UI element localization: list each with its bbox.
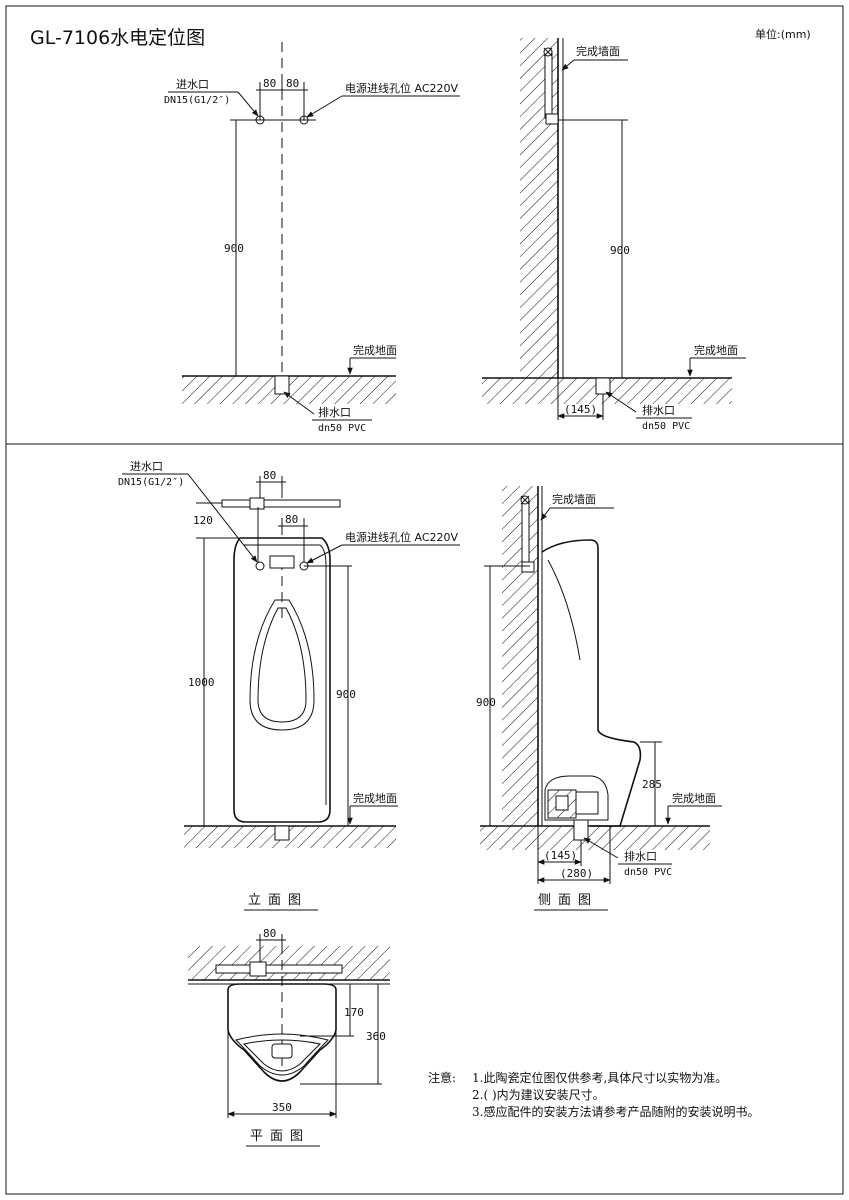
urinal-body [233, 537, 331, 823]
floor-hatch [480, 826, 710, 850]
inlet-label: 进水口 [130, 460, 163, 473]
dim-360-label: 360 [366, 1030, 386, 1043]
floor-label: 完成地面 [672, 791, 716, 805]
drain-pipe [274, 825, 290, 841]
wall-label: 完成墙面 [552, 492, 596, 506]
floor-label: 完成地面 [694, 343, 738, 357]
note-item-2: 2.( )内为建议安装尺寸。 [472, 1087, 605, 1102]
note-item-3: 3.感应配件的安装方法请参考产品随附的安装说明书。 [472, 1104, 759, 1119]
dim-1000-label: 1000 [188, 676, 215, 689]
urinal-plan-outline [227, 983, 337, 1082]
dim-900-label: 900 [476, 696, 496, 709]
notes-block: 注意: 1.此陶瓷定位图仅供参考,具体尺寸以实物为准。 2.( )内为建议安装尺… [428, 1070, 759, 1119]
supply-pipe [215, 964, 343, 974]
dim-80-plan: 80 [263, 927, 276, 940]
front-rough-in-view: 80 80 900 进水口 DN15(G1/2″) 电源进线孔位 AC220V … [164, 42, 460, 434]
dim-80-mid: 80 [285, 513, 298, 526]
floor-label: 完成地面 [353, 343, 397, 357]
floor-hatch [184, 826, 396, 848]
sensor-window [269, 555, 295, 569]
dim-350-label: 350 [272, 1101, 292, 1114]
supply-pipe [521, 499, 530, 567]
dim-145-label: (145) [564, 403, 597, 416]
dim-900-label: 900 [610, 244, 630, 257]
drain-pipe [595, 377, 611, 395]
notes-prefix: 注意: [428, 1070, 456, 1085]
front-elevation-caption: 立面图 [248, 893, 308, 908]
power-label: 电源进线孔位 AC220V [345, 530, 459, 544]
wall-hatch [502, 486, 538, 826]
dim-145-label: (145) [544, 849, 577, 862]
drain-label: 排水口 [624, 849, 657, 863]
drawing-title: GL-7106水电定位图 [30, 27, 205, 49]
dim-80-top: 80 [263, 469, 276, 482]
dim-280-label: (280) [560, 867, 593, 880]
power-label: 电源进线孔位 AC220V [345, 81, 459, 95]
drain-outlet [271, 1043, 293, 1059]
note-item-1: 1.此陶瓷定位图仅供参考,具体尺寸以实物为准。 [472, 1070, 727, 1085]
dim-170-label: 170 [344, 1006, 364, 1019]
side-elevation-caption: 侧面图 [538, 893, 598, 908]
supply-pipe [544, 51, 553, 119]
inlet-spec: DN15(G1/2″) [164, 95, 230, 106]
wall-hatch [188, 946, 390, 980]
drain-spec: dn50 PVC [318, 423, 366, 434]
dim-285-label: 285 [642, 778, 662, 791]
dim-900-label: 900 [336, 688, 356, 701]
dim-80-right: 80 [286, 77, 299, 90]
plan-view-caption: 平面图 [250, 1129, 310, 1144]
drain-spec: dn50 PVC [642, 421, 690, 432]
side-rough-in-view: 900 完成墙面 完成地面 (145) 排水口 dn50 PVC [482, 38, 746, 432]
urinal-profile [541, 539, 642, 827]
dim-80-left: 80 [263, 77, 276, 90]
inlet-label: 进水口 [176, 78, 209, 91]
front-elevation-view: 80 80 120 1000 900 进水口 DN15(G1/2″) 电源进线孔… [118, 460, 460, 911]
supply-pipe [221, 499, 341, 508]
side-elevation-view: 900 285 完成墙面 完成地面 (145) (280) 排水口 dn50 P… [476, 486, 722, 911]
dim-120-label: 120 [193, 514, 213, 527]
unit-label: 单位:(mm) [755, 27, 811, 41]
drain-label: 排水口 [318, 405, 351, 419]
drain-spec: dn50 PVC [624, 867, 672, 878]
drain-label: 排水口 [642, 403, 675, 417]
wall-label: 完成墙面 [576, 44, 620, 58]
inlet-spec: DN15(G1/2″) [118, 477, 184, 488]
floor-label: 完成地面 [353, 791, 397, 805]
bowl-outline [249, 599, 315, 731]
sheet-border [5, 5, 844, 1195]
water-inlet-point [255, 561, 265, 571]
dim-900-label: 900 [224, 242, 244, 255]
plan-view: 80 170 360 350 平面图 [188, 927, 390, 1147]
drain-pipe [274, 375, 290, 395]
